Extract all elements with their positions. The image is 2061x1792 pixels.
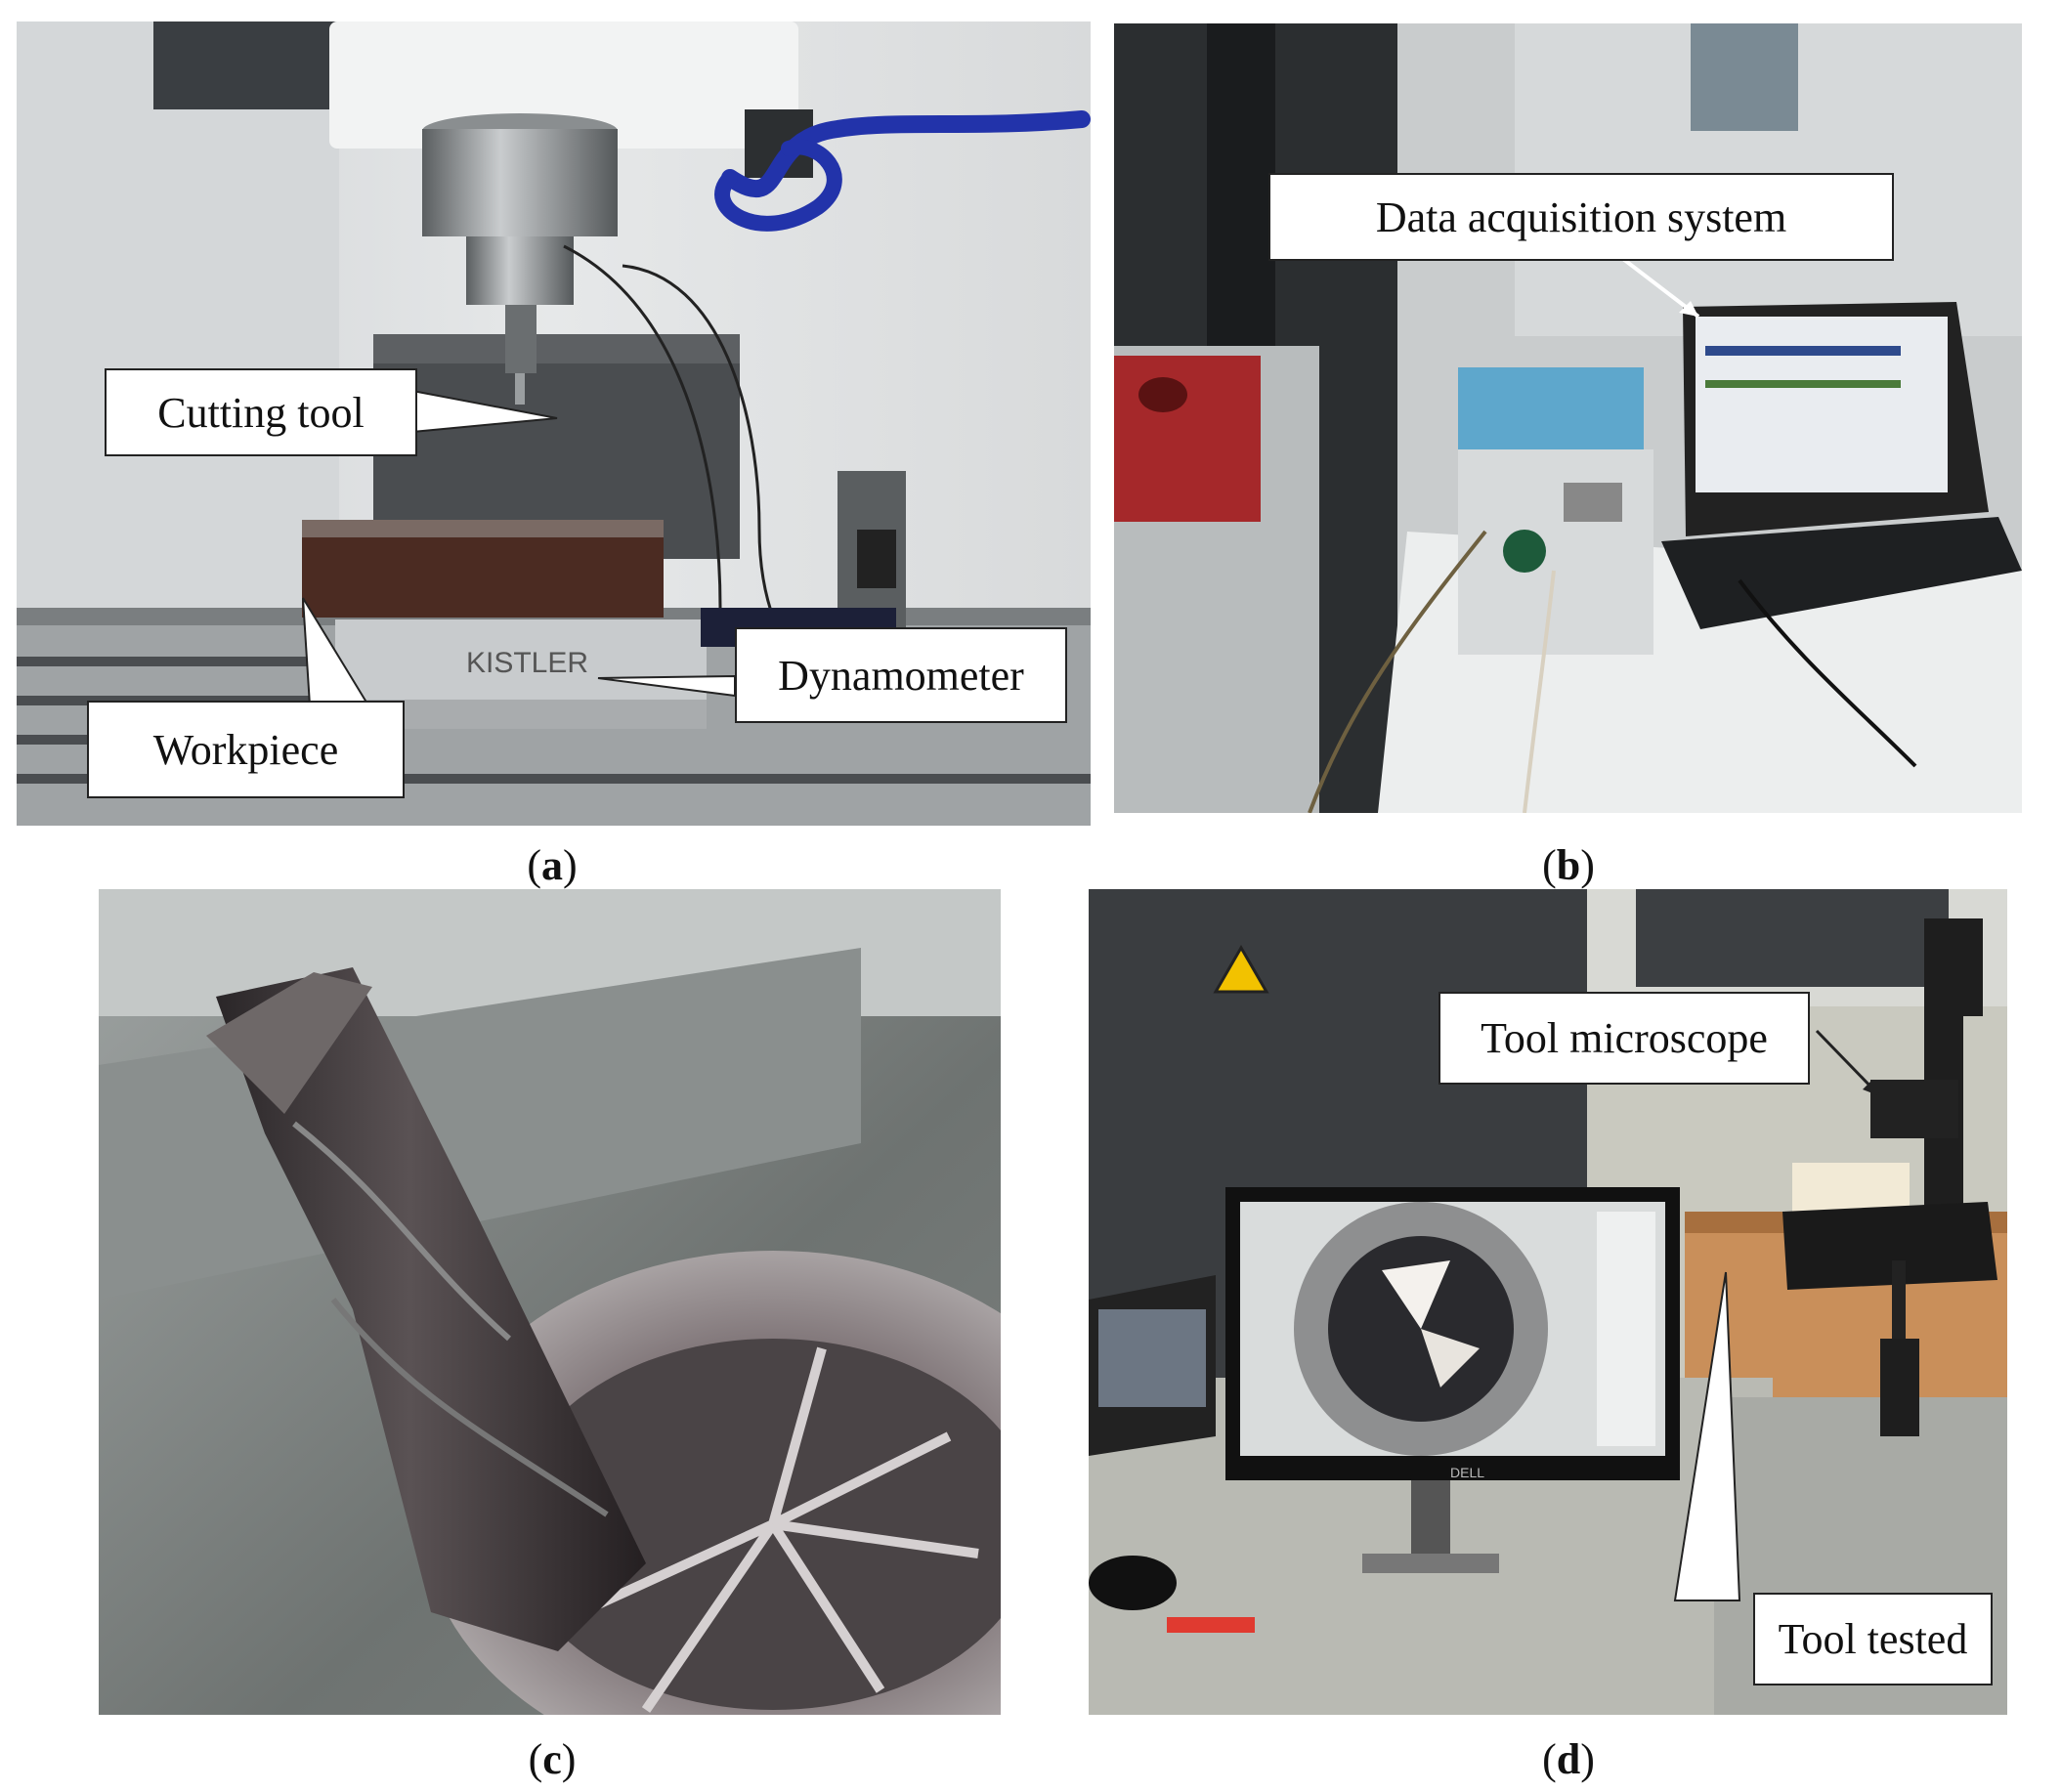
callout-data-acquisition-system: Data acquisition system	[1268, 173, 1894, 261]
panel-a-machine-photo: KISTLER Cutting tool Workpiece Dynamomet…	[17, 21, 1091, 826]
panel-b-daq-photo: Data acquisition system	[1114, 23, 2022, 813]
callout-cutting-tool: Cutting tool	[105, 368, 417, 456]
panel-d-illustration: DELL	[1089, 889, 2007, 1715]
monitor-brand-text: DELL	[1450, 1465, 1484, 1480]
panel-d-microscope-photo: DELL Tool microscope Tool tested	[1089, 889, 2007, 1715]
panel-c-illustration	[99, 889, 1001, 1715]
callout-dynamometer: Dynamometer	[735, 627, 1067, 723]
warning-sign-icon	[1213, 945, 1269, 994]
caption-c: (c)	[528, 1735, 577, 1783]
caption-a: (a)	[527, 841, 578, 889]
panel-b-illustration	[1114, 23, 2022, 813]
caption-d: (d)	[1542, 1735, 1595, 1783]
kistler-logo-text: KISTLER	[466, 647, 588, 679]
callout-workpiece: Workpiece	[87, 701, 405, 798]
caption-b: (b)	[1542, 841, 1595, 889]
callout-tool-tested: Tool tested	[1753, 1593, 1993, 1685]
callout-tool-microscope: Tool microscope	[1438, 992, 1810, 1085]
panel-c-end-mill-photo	[99, 889, 1001, 1715]
